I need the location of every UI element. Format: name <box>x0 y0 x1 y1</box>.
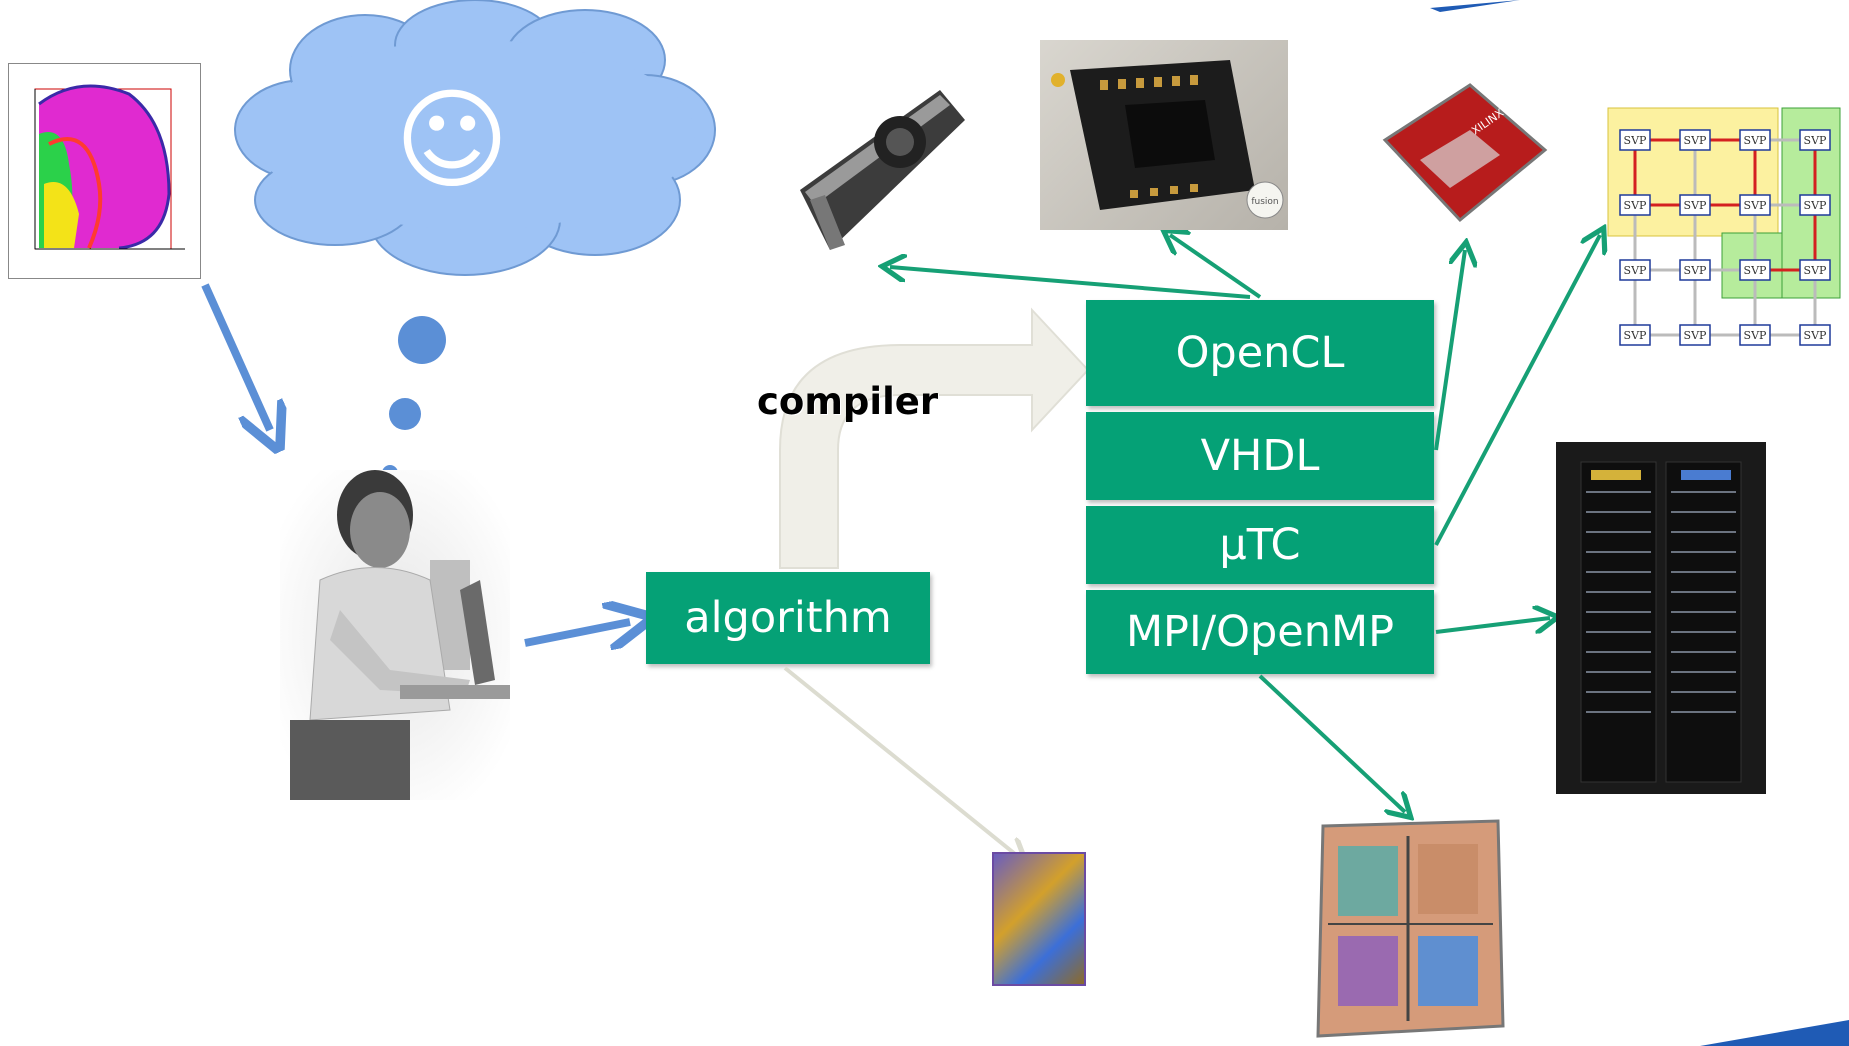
svg-text:SVP: SVP <box>1804 134 1827 147</box>
svg-text:SVP: SVP <box>1624 264 1647 277</box>
apu-chip-label: fusion <box>1251 197 1278 207</box>
server-rack-image <box>1556 442 1766 794</box>
target-opencl-box: OpenCL <box>1086 300 1434 406</box>
target-utc-box: μTC <box>1086 506 1434 584</box>
corner-accent-bottom <box>1700 1020 1849 1046</box>
svg-text:SVP: SVP <box>1744 199 1767 212</box>
svg-text:SVP: SVP <box>1684 264 1707 277</box>
svg-text:SVP: SVP <box>1684 199 1707 212</box>
svg-text:SVP: SVP <box>1624 329 1647 342</box>
target-vhdl-box: VHDL <box>1086 412 1434 500</box>
svg-text:SVP: SVP <box>1804 329 1827 342</box>
person-at-computer-image <box>280 470 510 800</box>
smiley-icon: ☺ <box>394 76 510 204</box>
fpga-chip-image: XILINX SPARTAN <box>1382 80 1549 223</box>
gpu-card-image <box>800 90 965 250</box>
thought-cloud <box>234 0 716 276</box>
svg-text:SVP: SVP <box>1684 329 1707 342</box>
multicore-die-image <box>1316 819 1505 1038</box>
cpu-die-image <box>992 852 1086 986</box>
thought-bubbles <box>382 316 446 481</box>
svg-text:SVP: SVP <box>1684 134 1707 147</box>
corner-accent-top <box>1430 0 1520 12</box>
svg-text:SVP: SVP <box>1624 134 1647 147</box>
algorithm-box: algorithm <box>646 572 930 664</box>
svg-text:SVP: SVP <box>1744 329 1767 342</box>
compiler-arrow <box>779 307 1090 569</box>
svp-grid-diagram: SVP SVP SVP SVP SVP SVP SVP SVP SVP SVP SVP SV… <box>1607 107 1841 346</box>
svg-text:SVP: SVP <box>1804 264 1827 277</box>
svg-text:SVP: SVP <box>1624 199 1647 212</box>
simulation-plot-image <box>8 63 201 279</box>
target-mpi-openmp-box: MPI/OpenMP <box>1086 590 1434 674</box>
svg-text:SVP: SVP <box>1744 264 1767 277</box>
svg-text:SVP: SVP <box>1804 199 1827 212</box>
apu-chip-image: fusion <box>1040 40 1288 230</box>
compiler-label: compiler <box>757 380 939 423</box>
svg-text:SVP: SVP <box>1744 134 1767 147</box>
